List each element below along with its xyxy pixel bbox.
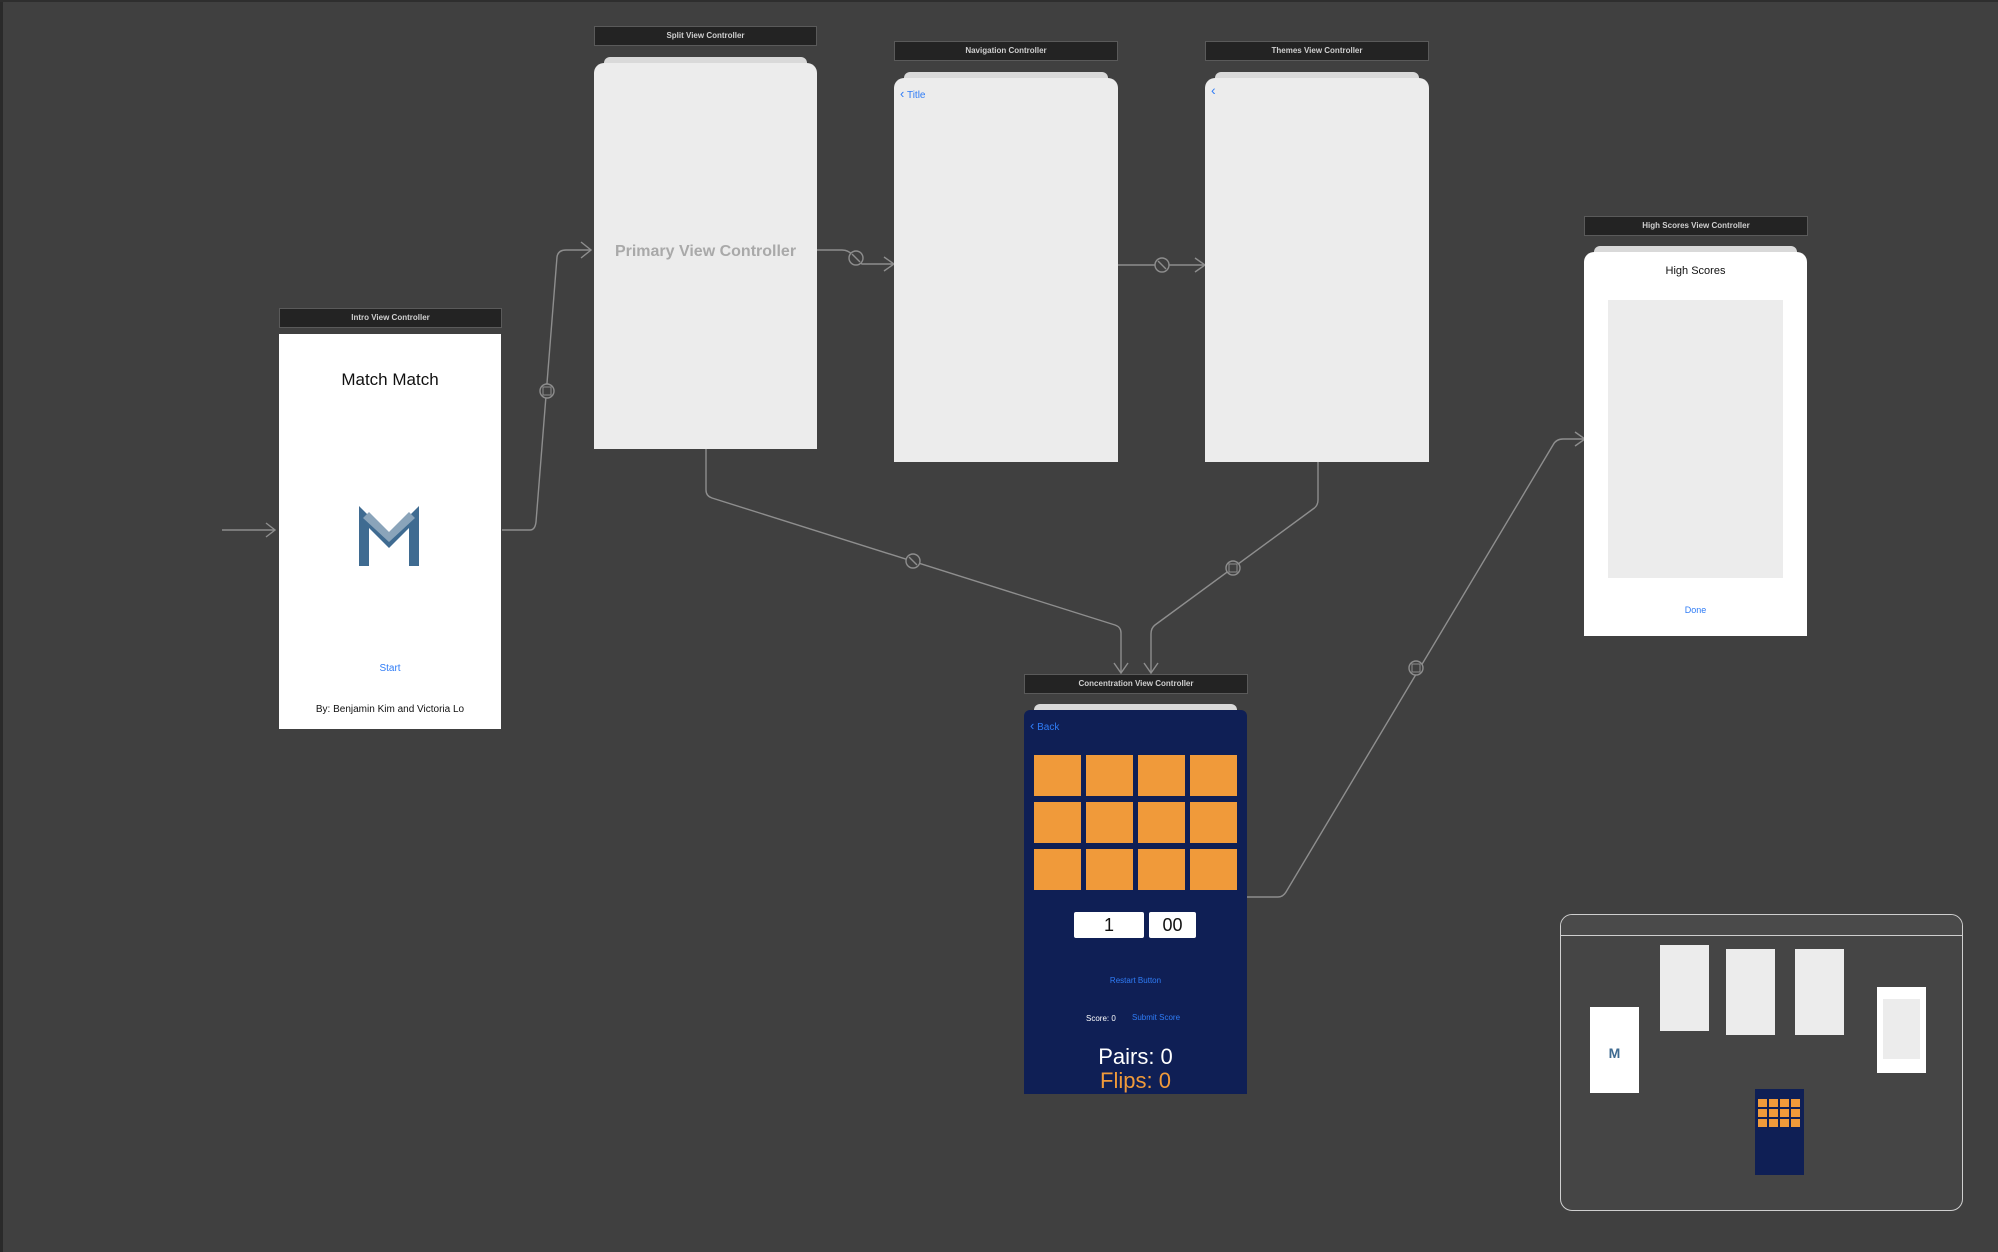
app-title: Match Match (341, 370, 439, 389)
concentration-scene-title: Concentration View Controller (1078, 679, 1194, 688)
concentration-back-label: Back (1037, 722, 1060, 733)
card-button[interactable] (1034, 802, 1081, 843)
highscores-scene[interactable]: High Scores Done (1584, 240, 1807, 636)
card-button[interactable] (1138, 802, 1185, 843)
card-button[interactable] (1034, 755, 1081, 796)
primary-view-placeholder: Primary View Controller (614, 243, 797, 260)
submit-score-button[interactable]: Submit Score (1132, 1013, 1181, 1022)
pairs-label: Pairs: 0 (1098, 1044, 1173, 1069)
score-label: Score: 0 (1086, 1014, 1116, 1023)
split-scene[interactable]: Primary View Controller (594, 51, 817, 449)
card-button[interactable] (1086, 802, 1133, 843)
card-button[interactable] (1138, 849, 1185, 890)
minimap-card (1769, 1099, 1778, 1107)
minimap-card (1780, 1099, 1789, 1107)
minimap-navigation-thumb (1726, 949, 1775, 1035)
navigation-scene-title: Navigation Controller (965, 46, 1047, 55)
minimap-card (1769, 1119, 1778, 1127)
highscores-scene-titlebar[interactable]: High Scores View Controller (1584, 216, 1808, 236)
card-button[interactable] (1138, 755, 1185, 796)
chevron-left-icon[interactable]: ‹ (1211, 82, 1216, 98)
split-scene-titlebar[interactable]: Split View Controller (594, 26, 817, 46)
card-button[interactable] (1034, 849, 1081, 890)
credits-label: By: Benjamin Kim and Victoria Lo (315, 704, 465, 715)
navigation-back-button[interactable]: ‹ Title (900, 86, 925, 101)
minimap-split-thumb (1660, 945, 1709, 1031)
canvas-edge-top (0, 0, 1998, 2)
concentration-sheet: ‹ Back 1 00 Restart Button Score: 0 Subm… (1024, 710, 1247, 1094)
themes-scene[interactable]: ‹ (1205, 66, 1429, 462)
minimap-concentration-thumb (1755, 1089, 1804, 1175)
chevron-left-icon: ‹ (900, 86, 905, 101)
highscores-table[interactable] (1608, 300, 1783, 578)
storyboard-minimap[interactable]: M (1560, 914, 1963, 1211)
intro-scene[interactable]: Match Match Start By: Benjamin Kim and V… (279, 334, 501, 729)
card-button[interactable] (1190, 849, 1237, 890)
app-logo-icon (359, 506, 419, 566)
minutes-field[interactable]: 1 (1074, 912, 1144, 938)
navigation-scene[interactable]: ‹ Title (894, 66, 1118, 462)
navigation-sheet: ‹ Title (894, 78, 1118, 462)
card-button[interactable] (1086, 755, 1133, 796)
minimap-card (1780, 1119, 1789, 1127)
minimap-header (1561, 915, 1962, 936)
minimap-themes-thumb (1795, 949, 1844, 1035)
navigation-back-label: Title (906, 90, 926, 101)
minimap-logo: M (1608, 1045, 1621, 1061)
minimap-card (1758, 1099, 1767, 1107)
card-button[interactable] (1086, 849, 1133, 890)
highscores-scene-title: High Scores View Controller (1642, 221, 1750, 230)
minimap-card (1791, 1109, 1800, 1117)
flips-label: Flips: 0 (1100, 1068, 1171, 1093)
concentration-scene[interactable]: ‹ Back 1 00 Restart Button Score: 0 Subm… (1024, 698, 1247, 1094)
minimap-card (1758, 1119, 1767, 1127)
concentration-back-button[interactable]: ‹ Back (1030, 718, 1059, 733)
intro-scene-titlebar[interactable]: Intro View Controller (279, 308, 502, 328)
minimap-card (1769, 1109, 1778, 1117)
minimap-highscores-table (1883, 999, 1920, 1059)
navigation-scene-titlebar[interactable]: Navigation Controller (894, 41, 1118, 61)
card-button[interactable] (1190, 802, 1237, 843)
minimap-card (1758, 1109, 1767, 1117)
minimap-card (1791, 1099, 1800, 1107)
canvas-edge-left (0, 0, 3, 1252)
minimap-card (1791, 1119, 1800, 1127)
themes-scene-titlebar[interactable]: Themes View Controller (1205, 41, 1429, 61)
minimap-card (1780, 1109, 1789, 1117)
seconds-field[interactable]: 00 (1149, 912, 1196, 938)
themes-scene-title: Themes View Controller (1271, 46, 1363, 55)
start-button[interactable]: Start (379, 663, 401, 674)
minimap-intro-thumb: M (1590, 1007, 1639, 1093)
highscores-heading: High Scores (1665, 265, 1726, 277)
restart-button[interactable]: Restart Button (1109, 976, 1162, 985)
minimap-highscores-thumb (1877, 987, 1926, 1073)
highscores-sheet: High Scores Done (1584, 252, 1807, 636)
chevron-left-icon: ‹ (1030, 718, 1035, 733)
intro-scene-title: Intro View Controller (351, 313, 430, 322)
split-sheet: Primary View Controller (594, 63, 817, 449)
split-scene-title: Split View Controller (666, 31, 745, 40)
themes-sheet: ‹ (1205, 78, 1429, 462)
card-button[interactable] (1190, 755, 1237, 796)
done-button[interactable]: Done (1684, 605, 1707, 615)
concentration-scene-titlebar[interactable]: Concentration View Controller (1024, 674, 1248, 694)
